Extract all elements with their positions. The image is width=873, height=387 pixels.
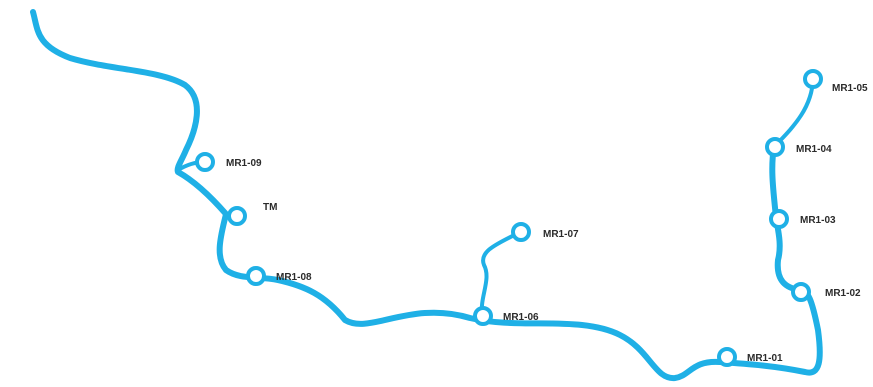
station-marker-mr1-05 <box>803 69 823 89</box>
station-marker-mr1-07 <box>511 222 531 242</box>
station-label-tm: TM <box>263 202 277 213</box>
station-marker-mr1-03 <box>769 209 789 229</box>
station-marker-mr1-01 <box>717 347 737 367</box>
station-marker-mr1-08 <box>246 266 266 286</box>
tributary-mr1-07 <box>479 230 522 318</box>
station-label-mr1-05: MR1-05 <box>832 83 868 94</box>
station-marker-mr1-04 <box>765 137 785 157</box>
station-marker-mr1-06 <box>473 306 493 326</box>
station-marker-mr1-09 <box>195 152 215 172</box>
station-label-mr1-07: MR1-07 <box>543 229 579 240</box>
station-label-mr1-08: MR1-08 <box>276 272 312 283</box>
main-river-channel <box>30 9 823 382</box>
station-label-mr1-04: MR1-04 <box>796 144 832 155</box>
station-label-mr1-09: MR1-09 <box>226 158 262 169</box>
station-marker-mr1-02 <box>791 282 811 302</box>
station-label-mr1-01: MR1-01 <box>747 353 783 364</box>
station-marker-tm <box>227 206 247 226</box>
station-label-mr1-03: MR1-03 <box>800 215 836 226</box>
tributary-mr1-05 <box>772 77 815 149</box>
station-label-mr1-02: MR1-02 <box>825 288 861 299</box>
station-label-mr1-06: MR1-06 <box>503 312 539 323</box>
